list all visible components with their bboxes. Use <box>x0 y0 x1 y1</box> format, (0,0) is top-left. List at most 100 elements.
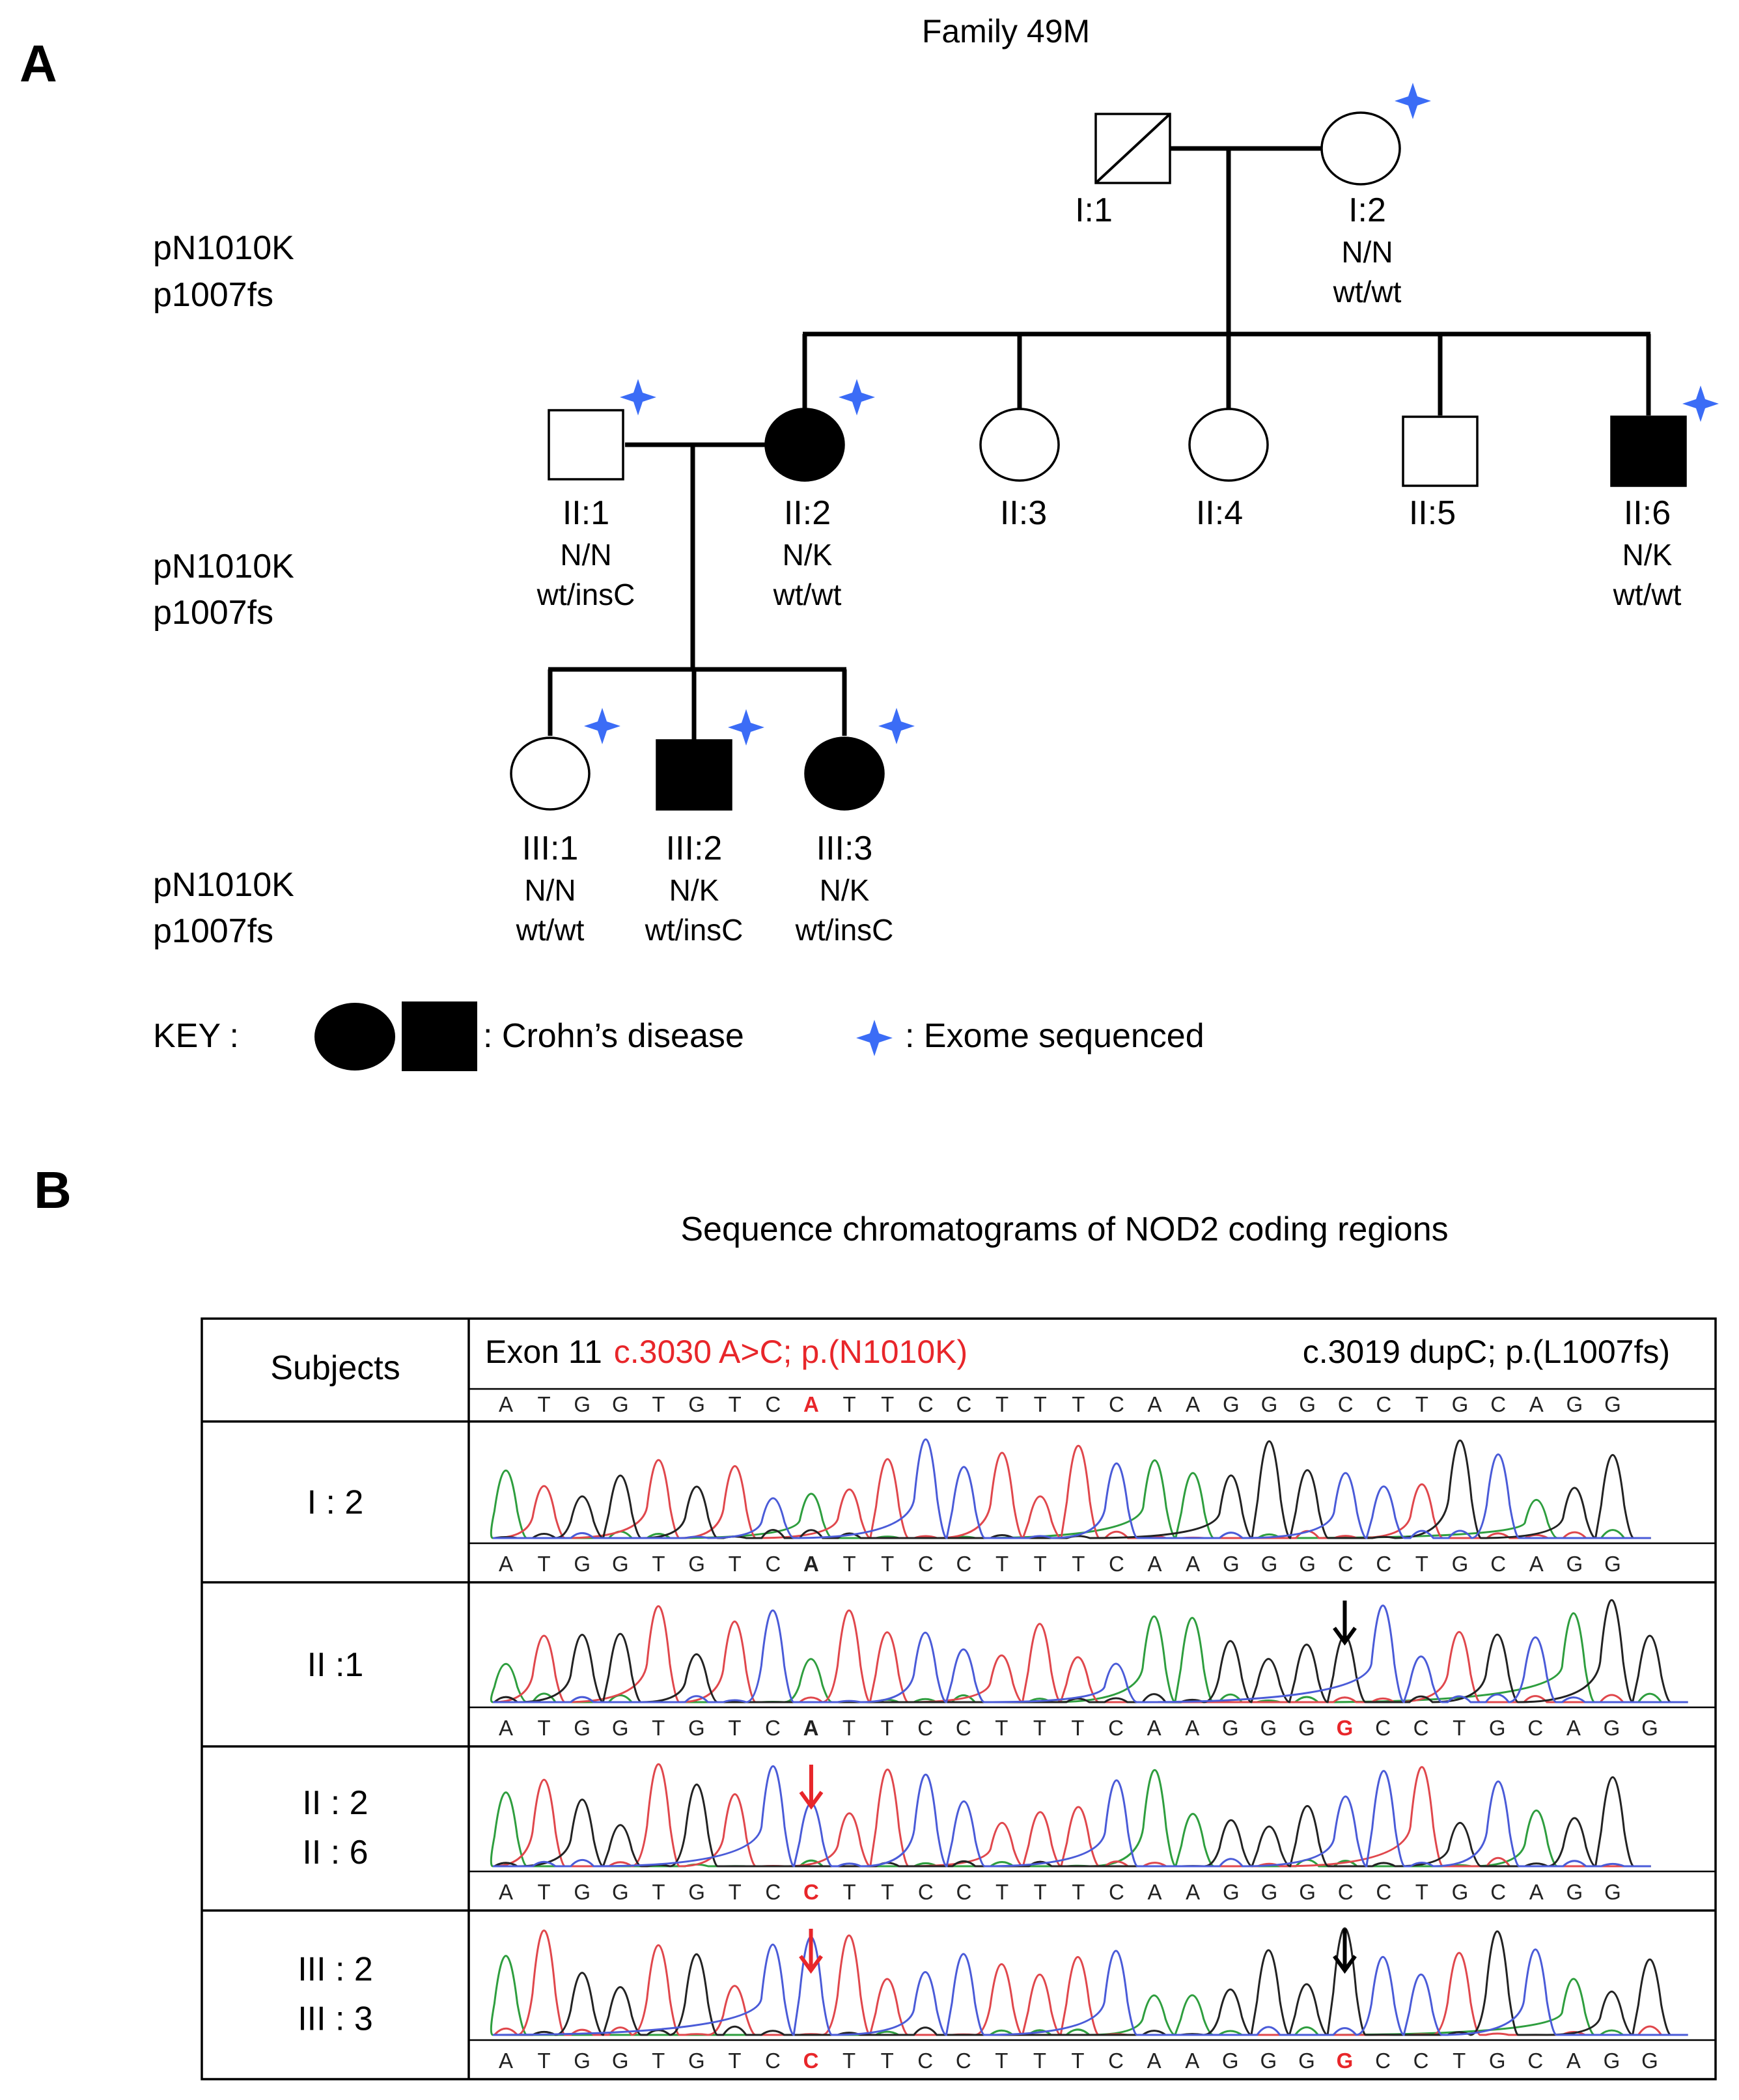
called-base: C <box>765 1716 781 1740</box>
genotype-n1010k: N/N <box>560 538 611 572</box>
called-base: G <box>1223 1880 1240 1904</box>
trace-g <box>493 1599 1688 1703</box>
genotype-n1010k: N/N <box>1341 235 1393 269</box>
row-label-gen3-mut2: p1007fs <box>153 912 273 950</box>
called-base: T <box>652 2049 665 2073</box>
trace-g <box>493 1927 1688 2036</box>
reference-base: G <box>1566 1392 1583 1416</box>
called-base: A <box>803 1552 819 1576</box>
genotype-1007fs: wt/wt <box>773 578 842 611</box>
called-base: G <box>1222 1716 1239 1740</box>
called-base: A <box>1186 1880 1200 1904</box>
called-base: T <box>729 1880 742 1904</box>
called-base: G <box>1604 2049 1621 2073</box>
called-base: T <box>538 1880 551 1904</box>
trace-g <box>493 1776 1651 1868</box>
called-base: A <box>499 1716 513 1740</box>
called-base: T <box>1034 1880 1047 1904</box>
called-base: C <box>1108 1716 1124 1740</box>
reference-base: A <box>1186 1392 1200 1416</box>
called-base: C <box>1376 1552 1391 1576</box>
reference-base: G <box>1261 1392 1278 1416</box>
key-exome-star-icon <box>856 1020 893 1056</box>
called-base: G <box>1604 1552 1621 1576</box>
reference-base: A <box>803 1392 819 1416</box>
exome-star-icon <box>620 379 656 415</box>
called-base: T <box>842 1716 856 1740</box>
called-base: T <box>1072 1552 1085 1576</box>
individual-id-label: II:2 <box>784 494 831 532</box>
called-base: G <box>1299 1552 1316 1576</box>
called-base: C <box>956 1552 972 1576</box>
called-base: T <box>843 1880 856 1904</box>
subject-label: II : 2 <box>302 1784 368 1822</box>
panel-a-letter: A <box>20 35 57 92</box>
called-base: C <box>1376 1880 1391 1904</box>
reference-base: A <box>499 1392 513 1416</box>
called-base: A <box>1566 2049 1581 2073</box>
called-base: A <box>1529 1552 1544 1576</box>
row-label-gen2-mut2: p1007fs <box>153 594 273 632</box>
called-base: A <box>1186 1552 1200 1576</box>
table-border <box>201 1317 1717 2080</box>
called-base: T <box>881 1552 894 1576</box>
reference-base: C <box>956 1392 972 1416</box>
black-arrow-head-icon <box>1333 1955 1357 1974</box>
genotype-n1010k: N/K <box>669 873 719 907</box>
trace-c <box>493 1765 1651 1868</box>
red-arrow-head-icon <box>799 1791 824 1810</box>
called-base: A <box>1148 1552 1162 1576</box>
row-label-gen1-mut1: pN1010K <box>153 229 294 267</box>
individual-id-label: II:4 <box>1196 494 1243 532</box>
individual-ii-6: II:6N/Kwt/wt <box>1610 385 1719 611</box>
chromatogram-title: Sequence chromatograms of NOD2 coding re… <box>680 1211 1448 1248</box>
called-base: G <box>1260 1716 1277 1740</box>
key-affected-male-symbol <box>402 1001 477 1071</box>
called-base: T <box>537 2049 550 2073</box>
individual-i-2: I:2N/Nwt/wt <box>1320 83 1431 309</box>
individual-iii-3: III:3N/Kwt/insC <box>795 708 915 947</box>
row-label-gen2-mut1: pN1010K <box>153 548 294 585</box>
individual-ii-3: II:3 <box>979 408 1060 532</box>
reference-base: G <box>688 1392 705 1416</box>
called-base: C <box>1490 1880 1506 1904</box>
individual-iii-1: III:1N/Nwt/wt <box>510 708 620 947</box>
female-symbol <box>1188 408 1269 482</box>
called-base: C <box>917 2049 933 2073</box>
called-base: T <box>843 1552 856 1576</box>
reference-base: C <box>1109 1392 1124 1416</box>
subject-label: II : 6 <box>302 1834 368 1871</box>
called-base: T <box>995 1552 1009 1576</box>
individual-id-label: III:1 <box>522 830 579 867</box>
called-base: C <box>918 1552 934 1576</box>
called-base: T <box>1071 2049 1084 2073</box>
called-base: G <box>1452 1880 1469 1904</box>
panel-b-letter: B <box>34 1161 72 1219</box>
individual-id-label: II:3 <box>1000 494 1047 532</box>
reference-base: A <box>1529 1392 1544 1416</box>
called-base: G <box>1337 1716 1354 1740</box>
called-base: A <box>1148 1880 1162 1904</box>
exome-star-icon <box>878 708 915 744</box>
called-base: T <box>1072 1880 1085 1904</box>
called-base: A <box>1566 1716 1581 1740</box>
called-base: C <box>765 1552 781 1576</box>
exon-label: Exon 11 <box>485 1334 602 1370</box>
called-base: G <box>612 1716 629 1740</box>
called-base: A <box>1529 1880 1544 1904</box>
called-base: G <box>612 1552 629 1576</box>
called-base: T <box>652 1880 665 1904</box>
affected-female-symbol <box>804 736 885 811</box>
called-base: T <box>1415 1880 1428 1904</box>
called-base: T <box>1033 1716 1046 1740</box>
called-base: T <box>1453 1716 1466 1740</box>
genotype-1007fs: wt/wt <box>1613 578 1682 611</box>
called-base: C <box>1527 2049 1543 2073</box>
called-base: T <box>652 1716 665 1740</box>
called-base: C <box>1375 2049 1391 2073</box>
affected-male-symbol <box>656 739 732 811</box>
